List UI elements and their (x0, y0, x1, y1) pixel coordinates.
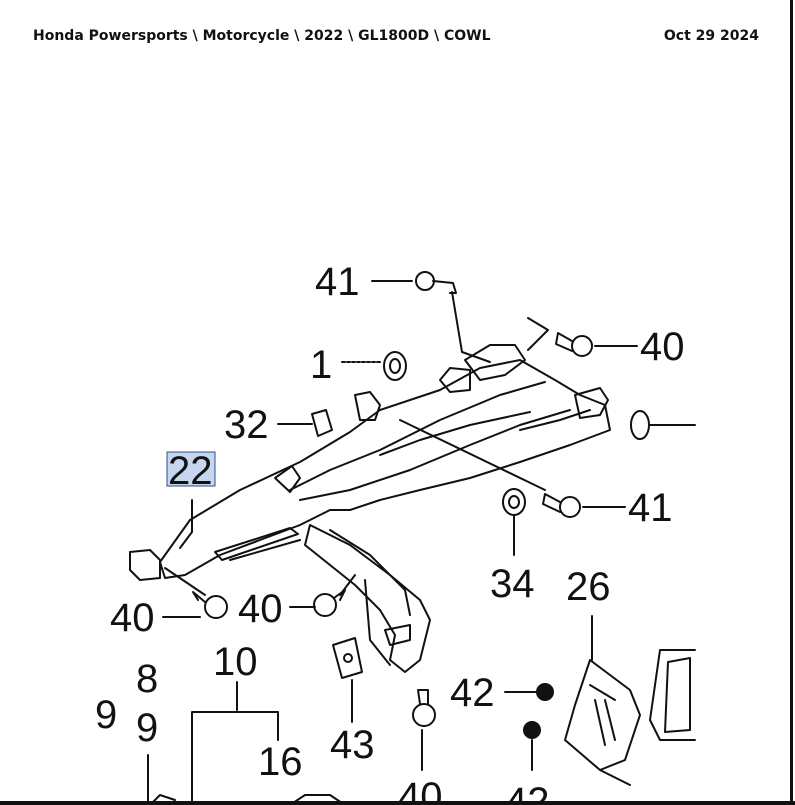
callout-40-left[interactable]: 40 (110, 596, 155, 640)
bolt-41-mid (542, 493, 581, 518)
print-date: Oct 29 2024 (663, 28, 759, 44)
frame-right-border (790, 0, 793, 805)
cowl-inner-edge (289, 381, 546, 491)
breadcrumb: Honda Powersports \ Motorcycle \ 2022 \ … (33, 28, 491, 44)
cowl-outline (159, 359, 611, 579)
lower-bracket-inner (329, 529, 411, 616)
callout-1[interactable]: 1 (310, 343, 332, 387)
leader-41-mid-diag (399, 419, 546, 491)
callout-42-b[interactable]: 42 (505, 780, 550, 805)
callout-9-a[interactable]: 9 (95, 693, 117, 737)
callout-34[interactable]: 34 (490, 562, 535, 606)
callout-42-a[interactable]: 42 (450, 671, 495, 715)
callout-43[interactable]: 43 (330, 723, 375, 767)
callout-32[interactable]: 32 (224, 403, 269, 447)
upper-mount-3 (354, 391, 381, 421)
callout-22-highlight (166, 451, 216, 487)
callout-41-top[interactable]: 41 (315, 260, 360, 304)
callout-40-top-right[interactable]: 40 (640, 325, 685, 369)
diagram-linework (129, 271, 696, 805)
callout-16[interactable]: 16 (258, 740, 303, 784)
right-mount (574, 387, 609, 419)
cowl-front-tab (129, 549, 161, 581)
clip-32 (311, 409, 333, 437)
callout-10[interactable]: 10 (213, 640, 258, 684)
bolt-40-bottom (412, 689, 436, 727)
nut-42-b (523, 721, 541, 739)
bolt-41-top (415, 271, 457, 294)
upper-mount (464, 344, 526, 381)
callout-26[interactable]: 26 (566, 565, 611, 609)
page-header: Honda Powersports \ Motorcycle \ 2022 \ … (0, 0, 795, 74)
left-mount (274, 465, 301, 493)
meter-partial (649, 649, 696, 741)
leader-40-left-diag (164, 567, 206, 596)
bolt-40-top-right (555, 332, 593, 357)
nut-42-a (536, 683, 554, 701)
callout-labels: 41 40 1 32 22 41 34 26 40 40 8 10 9 9 43… (95, 260, 685, 805)
grommet-1 (383, 351, 407, 381)
callout-9-b[interactable]: 9 (136, 706, 158, 750)
leader-10 (191, 681, 279, 805)
lower-bracket-clip (384, 624, 411, 646)
callout-8[interactable]: 8 (136, 657, 158, 701)
bolt-40-left (192, 591, 228, 619)
cowl-rib (379, 411, 531, 456)
leader-41-top-v (451, 291, 491, 363)
leader-40-right-v (527, 317, 549, 351)
cowl-vent-2 (229, 539, 301, 561)
bracket-26 (564, 659, 641, 786)
upper-mount-2 (439, 367, 471, 393)
bolt-40-mid (313, 589, 346, 617)
leader-22 (179, 499, 193, 549)
callout-40-bottom[interactable]: 40 (398, 775, 443, 805)
cowl-inner-edge-2 (299, 409, 571, 501)
callout-40-mid[interactable]: 40 (238, 587, 283, 631)
clip-43 (332, 637, 363, 679)
grommet-34 (502, 488, 526, 516)
frame-bottom-border (0, 801, 795, 805)
lower-bracket-arm (364, 579, 391, 666)
callout-41-mid[interactable]: 41 (628, 486, 673, 530)
cowl-vent (214, 527, 299, 561)
callout-22[interactable]: 22 (168, 449, 213, 493)
grommet-right (630, 410, 696, 440)
